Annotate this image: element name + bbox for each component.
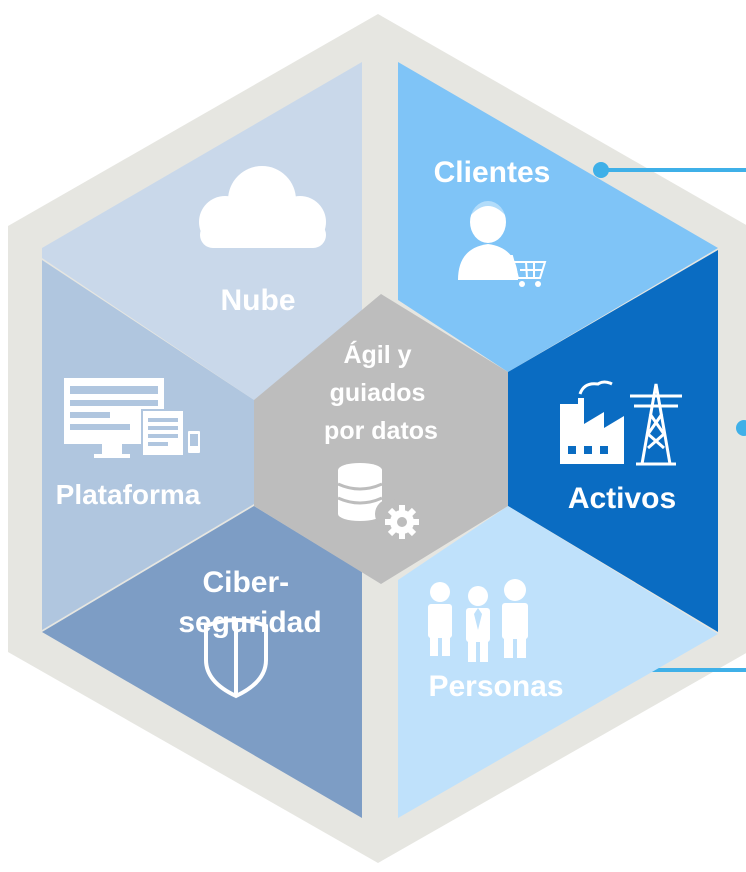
label-activos: Activos <box>568 482 676 515</box>
label-personas: Personas <box>428 670 563 703</box>
segment-ciberseguridad <box>42 506 362 818</box>
label-clientes: Clientes <box>434 156 551 189</box>
connector-clientes <box>593 162 746 178</box>
customer-cart-icon <box>458 200 547 287</box>
label-plataforma: Plataforma <box>56 479 201 510</box>
segment-clientes <box>398 62 718 372</box>
devices-icon <box>64 378 202 458</box>
center-label-line-2: guiados <box>330 379 426 407</box>
label-nube: Nube <box>221 284 296 317</box>
database-gear-icon <box>337 463 419 539</box>
people-icon <box>428 579 528 662</box>
center-hexagon <box>254 294 508 584</box>
segment-personas <box>398 506 718 818</box>
connector-activos <box>736 420 746 436</box>
center-label-line-1: Ágil y <box>343 340 411 369</box>
shield-icon <box>204 618 268 699</box>
label-ciberseguridad-line-1: Ciber- <box>202 566 289 599</box>
center-label-line-3: por datos <box>324 417 438 445</box>
label-ciberseguridad: Ciber- seguridad <box>178 566 321 639</box>
cloud-icon <box>199 166 326 248</box>
center-label: Ágil y guiados por datos <box>324 340 438 445</box>
label-ciberseguridad-line-2: seguridad <box>178 606 321 639</box>
factory-power-tower-icon <box>560 380 682 466</box>
